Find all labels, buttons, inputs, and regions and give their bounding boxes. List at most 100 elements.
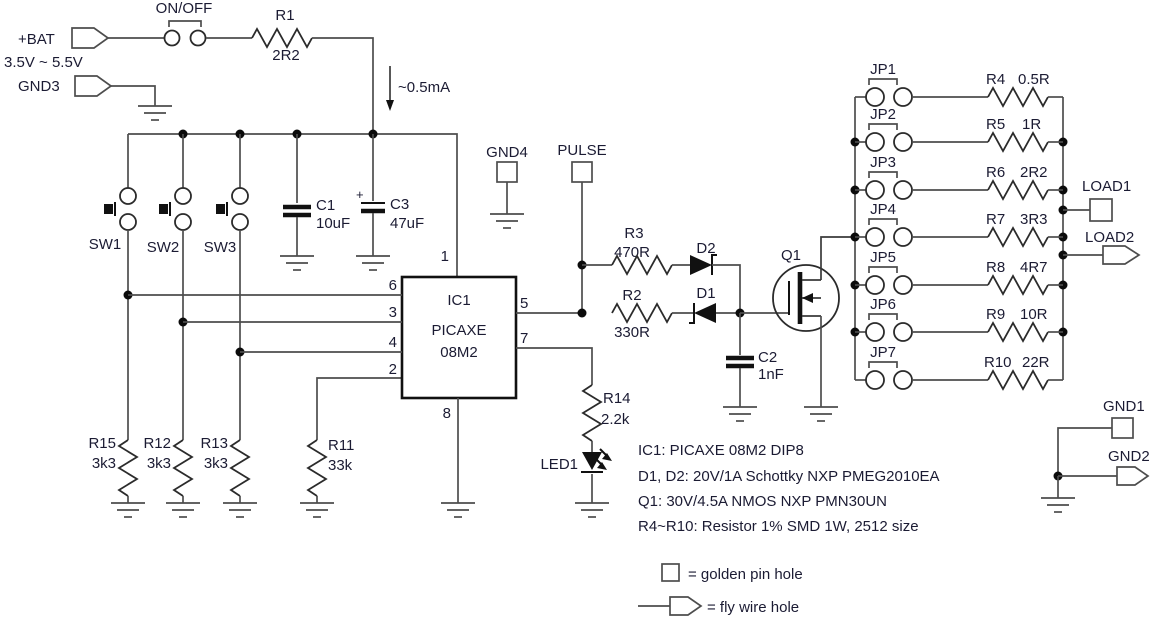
current-label: ~0.5mA — [398, 79, 450, 96]
r11-ground-icon — [299, 502, 335, 518]
r9-value: 10R — [1020, 306, 1048, 323]
r4-value: 0.5R — [1018, 71, 1050, 88]
load2-flywire-icon — [1102, 245, 1141, 265]
legend-pinhole-text: = golden pin hole — [688, 566, 803, 583]
r13-ground-icon — [222, 502, 258, 518]
gnd1-gnd2-holes: GND1 GND2 — [1040, 398, 1150, 513]
load2-hole: LOAD2 — [1063, 229, 1141, 265]
r14-value: 2.2k — [601, 411, 630, 428]
r12-ground-icon — [165, 502, 201, 518]
jumper-row-jp6: JP6 R9 10R — [855, 296, 1063, 342]
legend-flywire-text: = fly wire hole — [707, 599, 799, 616]
jumper-row-jp7: JP7 R10 22R — [855, 344, 1063, 390]
sw3-actuator-icon — [216, 204, 225, 214]
c1-name: C1 — [316, 197, 335, 214]
r7-name: R7 — [986, 211, 1005, 228]
jumper-row-jp3: JP3 R6 2R2 — [855, 154, 1063, 200]
gnd3-flywire-icon — [74, 75, 113, 97]
sw2-actuator-icon — [159, 204, 168, 214]
onoff-label: ON/OFF — [156, 0, 213, 17]
d1-diode-icon — [694, 303, 716, 323]
jp3-label: JP3 — [870, 154, 896, 171]
pin4-label: 4 — [389, 334, 397, 351]
q1-body-arrow-icon — [802, 293, 813, 303]
r3-value: 470R — [614, 244, 650, 261]
pin1-label: 1 — [441, 248, 449, 265]
q1-mosfet: Q1 — [772, 236, 855, 422]
legend-flywire-icon — [669, 596, 703, 616]
c1-ground-icon — [279, 255, 315, 271]
load1-label: LOAD1 — [1082, 178, 1131, 195]
led-branch: R14 2.2k LED1 — [540, 384, 631, 518]
switch-sw3: SW3 — [204, 134, 249, 440]
ic1-part: 08M2 — [440, 344, 478, 361]
sw3-label: SW3 — [204, 239, 237, 256]
switch-sw1: SW1 — [89, 134, 137, 440]
r6-value: 2R2 — [1020, 164, 1048, 181]
r2-name: R2 — [622, 287, 641, 304]
r3-name: R3 — [624, 225, 643, 242]
note-diodes: D1, D2: 20V/1A Schottky NXP PMEG2010EA — [638, 468, 940, 485]
resistor-r15: R15 3k3 — [88, 435, 146, 518]
c3-value: 47uF — [390, 215, 424, 232]
r2-d1-branch: R2 330R D1 — [611, 285, 789, 341]
c3-ground-icon — [355, 255, 391, 271]
r12-name: R12 — [143, 435, 171, 452]
q1-label: Q1 — [781, 247, 801, 264]
led1-diode-icon — [582, 452, 602, 470]
r6-name: R6 — [986, 164, 1005, 181]
notes: IC1: PICAXE 08M2 DIP8 D1, D2: 20V/1A Sch… — [638, 442, 940, 535]
d2-label: D2 — [696, 240, 715, 257]
note-resistors: R4~R10: Resistor 1% SMD 1W, 2512 size — [638, 518, 919, 535]
main-bus — [128, 129, 458, 277]
c2-name: C2 — [758, 349, 777, 366]
gnd4-ground-icon — [489, 213, 525, 229]
current-annotation: ~0.5mA — [386, 66, 450, 111]
load2-label: LOAD2 — [1085, 229, 1134, 246]
r15-ground-icon — [110, 502, 146, 518]
bat-range-label: 3.5V ~ 5.5V — [4, 54, 83, 71]
onoff-switch: ON/OFF — [108, 0, 252, 47]
r5-value: 1R — [1022, 116, 1041, 133]
gnd1-label: GND1 — [1103, 398, 1145, 415]
pin8-label: 8 — [443, 405, 451, 422]
jp1-label: JP1 — [870, 61, 896, 78]
jp7-label: JP7 — [870, 344, 896, 361]
load1-pinhole-icon — [1089, 198, 1113, 222]
r1-resistor: R1 2R2 — [251, 7, 374, 134]
jumper-row-jp2: JP2 R5 1R — [855, 106, 1063, 152]
jp2-label: JP2 — [870, 106, 896, 123]
ic1-ground-icon — [440, 502, 476, 518]
pulse-hole: PULSE — [557, 142, 607, 318]
gnd3-label: GND3 — [18, 78, 60, 95]
r12-value: 3k3 — [147, 455, 171, 472]
bat-label: +BAT — [18, 31, 55, 48]
r2-value: 330R — [614, 324, 650, 341]
jp4-label: JP4 — [870, 201, 896, 218]
load1-hole: LOAD1 — [1063, 178, 1131, 222]
legend-pinhole-icon — [661, 563, 680, 582]
r5-name: R5 — [986, 116, 1005, 133]
r4-name: R4 — [986, 71, 1005, 88]
r1-value: 2R2 — [272, 47, 300, 64]
pulse-pinhole-icon — [571, 161, 593, 183]
r11-value: 33k — [328, 457, 353, 474]
gnd4-pinhole-icon — [496, 161, 518, 183]
d1-label: D1 — [696, 285, 715, 302]
jumper-bank: JP1 R4 0.5R JP2 R5 1R JP3 R6 2R2 — [850, 61, 1068, 390]
sw1-actuator-icon — [104, 204, 113, 214]
capacitor-c3: + C3 47uF — [355, 134, 424, 271]
note-q1: Q1: 30V/4.5A NMOS NXP PMN30UN — [638, 493, 887, 510]
r8-value: 4R7 — [1020, 259, 1048, 276]
jumper-row-jp4: JP4 R7 3R3 — [855, 201, 1063, 247]
c2-ground-icon — [722, 406, 758, 422]
c3-plus-sign: + — [356, 187, 364, 202]
r10-name: R10 — [984, 354, 1012, 371]
jumper-row-jp5: JP5 R8 4R7 — [855, 249, 1063, 295]
pin3-label: 3 — [389, 304, 397, 321]
led1-label: LED1 — [540, 456, 578, 473]
c2-value: 1nF — [758, 366, 784, 383]
resistor-r13: R13 3k3 — [200, 435, 258, 518]
ic1-picaxe: IC1 PICAXE 08M2 1 6 3 4 2 5 7 8 — [128, 248, 593, 518]
